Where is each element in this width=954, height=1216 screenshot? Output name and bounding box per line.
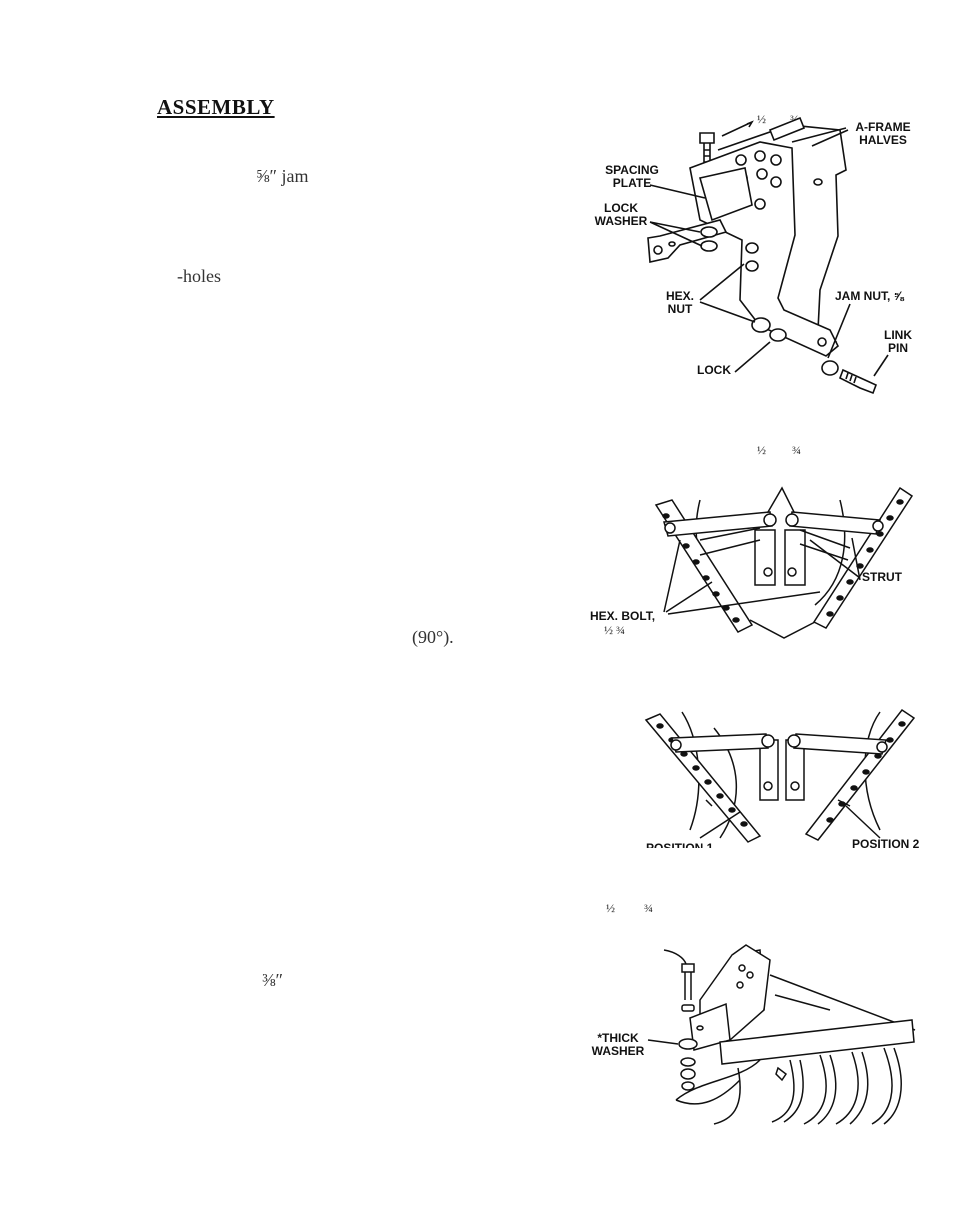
- fig4-fraction-three-quarter: ¾: [644, 901, 653, 915]
- fig1-fraction-three-quarter: ¾: [790, 112, 799, 126]
- label-strut: STRUT: [862, 570, 902, 584]
- label-spacing-plate: SPACING PLATE: [605, 163, 659, 190]
- label-hex-nut: HEX. NUT: [665, 289, 694, 316]
- label-thick-washer: *THICK WASHER: [591, 1031, 645, 1058]
- fig2-fraction-three-quarter: ¾: [792, 443, 801, 457]
- label-lock: LOCK: [697, 363, 731, 377]
- fig4-fraction-half: ½: [606, 901, 615, 915]
- label-position-2: POSITION 2: [852, 837, 920, 851]
- label-hex-bolt-size: ½ ¾: [604, 623, 625, 637]
- label-a-frame-halves: A-FRAME HALVES: [855, 120, 911, 147]
- label-lock-washer: LOCK WASHER: [594, 201, 648, 228]
- label-position-1: POSITION 1: [646, 841, 714, 848]
- label-hex-bolt: HEX. BOLT,: [590, 609, 656, 623]
- text-fragment-degrees: (90°).: [412, 627, 454, 647]
- text-fragment-jam: ⅝″ jam: [256, 166, 309, 186]
- fig2-fraction-half: ½: [757, 443, 766, 457]
- label-jam-nut: JAM NUT, ⅝: [835, 289, 904, 303]
- section-heading: ASSEMBLY: [157, 95, 275, 119]
- text-fragment-three-eighths: ⅜″: [262, 970, 283, 990]
- fig1-fraction-half: ½: [757, 112, 766, 126]
- label-link-pin: LINK PIN: [884, 328, 912, 355]
- text-fragment-holes: -holes: [177, 266, 221, 286]
